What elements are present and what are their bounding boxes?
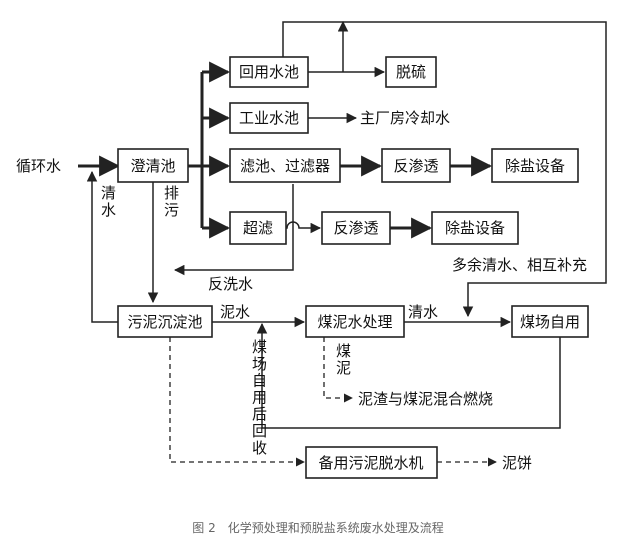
label-surplus: 多余清水、相互补充 — [452, 256, 587, 274]
figure-caption: 图 2 化学预处理和预脱盐系统废水处理及流程 — [192, 520, 443, 535]
arrow-yard-recycle — [256, 322, 561, 429]
box-sludge-tank — [117, 305, 213, 338]
label-clarifier: 澄清池 — [130, 157, 175, 175]
boxes — [117, 56, 589, 479]
box-ro2 — [321, 211, 391, 245]
box-filter — [229, 148, 341, 183]
label-mix-burn: 泥渣与煤泥混合燃烧 — [358, 390, 493, 408]
arrow-uf-to-ro2 — [286, 221, 322, 234]
label-clear-water-mid: 清水 — [408, 303, 438, 321]
label-sludge-tank: 污泥沉淀池 — [127, 313, 202, 331]
box-desulfurization — [385, 56, 437, 88]
label-coal-yard: 煤场自用 — [520, 313, 580, 331]
label-clear-water-left: 清水 — [101, 184, 116, 219]
label-ro1: 反渗透 — [393, 157, 438, 175]
label-filter: 滤池、过滤器 — [240, 157, 330, 175]
label-uf: 超滤 — [243, 219, 273, 237]
arrow-surplus-loop — [282, 21, 607, 318]
box-desalt1 — [491, 148, 579, 183]
label-desalt1: 除盐设备 — [505, 157, 565, 175]
label-reuse-pool: 回用水池 — [239, 63, 299, 81]
label-ro2: 反渗透 — [333, 219, 378, 237]
connectors — [78, 20, 607, 467]
arrow-clear-return — [86, 170, 118, 323]
label-standby-dewater: 备用污泥脱水机 — [318, 454, 423, 472]
label-sludge-water: 泥水 — [220, 303, 250, 321]
label-coal-yard-recycle: 煤场自用后回收 — [252, 338, 267, 457]
flow-labels: 反洗水 泥水 清水 多余清水、相互补充 清水 排污 煤泥 煤场自用后回收 — [101, 184, 587, 457]
box-uf — [229, 211, 287, 245]
arrow-coal-mud — [323, 337, 353, 403]
box-ro1 — [381, 148, 451, 183]
box-coal-yard — [511, 305, 589, 338]
box-desalt2 — [431, 211, 519, 245]
box-industrial-pool — [229, 102, 309, 134]
label-desalt2: 除盐设备 — [445, 219, 505, 237]
label-desulfurization: 脱硫 — [396, 63, 426, 81]
label-coal-mud: 煤泥 — [336, 342, 351, 377]
label-coal-slurry-treat: 煤泥水处理 — [317, 313, 392, 331]
box-clarifier — [117, 148, 189, 183]
arrow-backwash — [173, 184, 294, 276]
box-reuse-pool — [229, 56, 309, 88]
label-main-plant-cooling: 主厂房冷却水 — [360, 109, 450, 127]
label-mud-cake: 泥饼 — [502, 454, 532, 472]
label-industrial-pool: 工业水池 — [239, 109, 299, 127]
node-labels: 循环水 澄清池 回用水池 脱硫 工业水池 主厂房冷却水 滤池、过滤器 反渗透 除… — [16, 63, 580, 472]
label-discharge: 排污 — [164, 184, 179, 219]
box-standby-dewater — [305, 446, 438, 479]
label-backwash: 反洗水 — [208, 275, 253, 293]
arrow-sludge-to-standby — [169, 337, 305, 467]
label-raw-water: 循环水 — [16, 157, 61, 175]
box-coal-slurry-treat — [305, 305, 405, 338]
